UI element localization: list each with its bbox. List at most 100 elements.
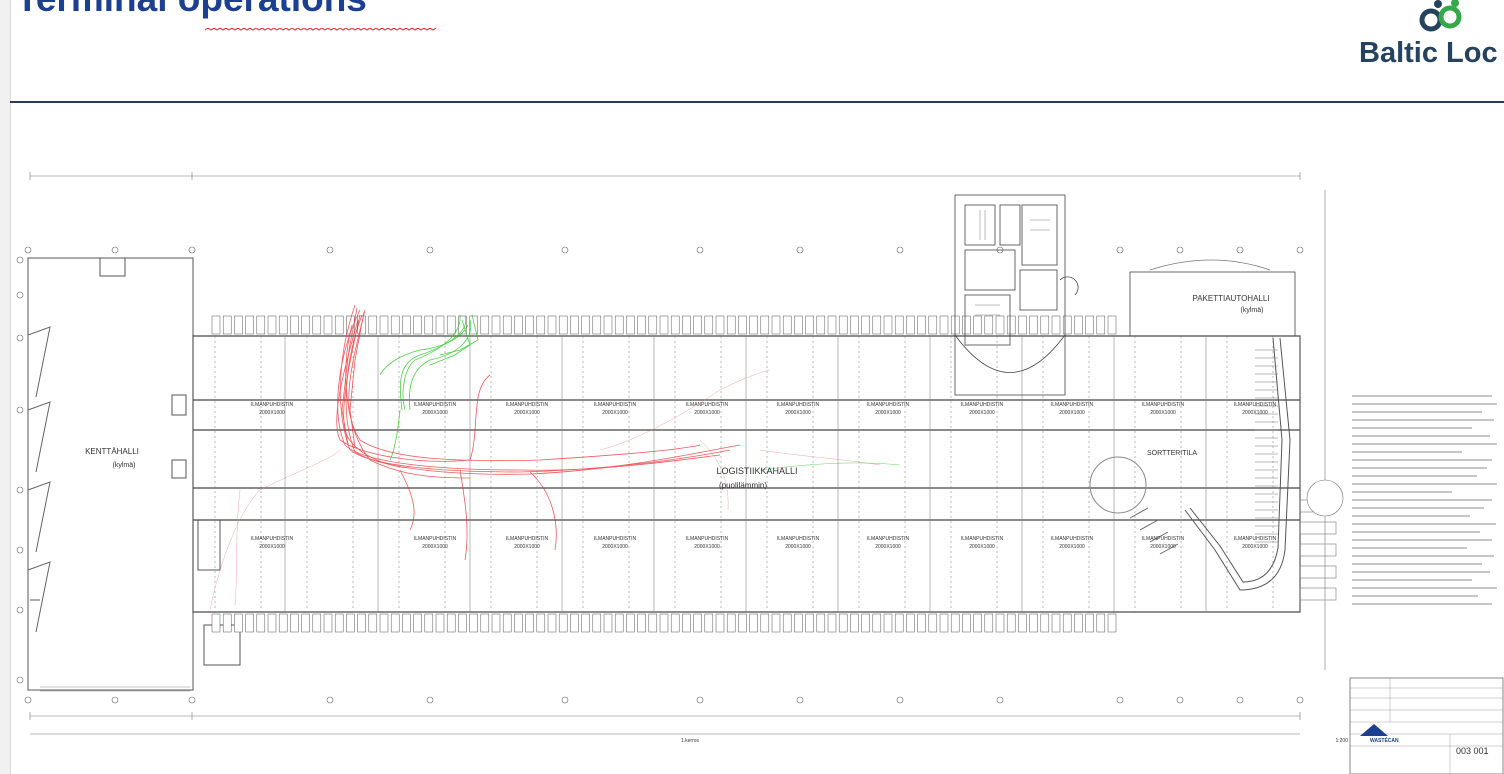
floor-label: 1.kerros: [681, 738, 700, 744]
dock-door: [211, 315, 221, 335]
air-purifier-size: 2000X1000: [259, 410, 285, 416]
dock-door: [693, 315, 702, 335]
grid-marker: [188, 696, 196, 704]
slide-title: Terminal operations: [16, 0, 367, 20]
dock-door: [525, 315, 534, 335]
dock-door: [950, 613, 960, 633]
dock-door: [536, 613, 546, 633]
dock-door: [771, 613, 781, 633]
dock-door: [1085, 315, 1094, 335]
dock-door: [547, 613, 557, 633]
dock-door: [704, 613, 714, 633]
air-purifier-size: 2000X1000: [969, 410, 995, 416]
dock-door: [782, 315, 792, 335]
dock-door: [1051, 613, 1061, 633]
dock-door: [973, 315, 982, 335]
air-purifier-label: ILMANPUHDISTIN: [686, 402, 729, 408]
air-purifier-size: 2000X1000: [1150, 544, 1176, 550]
dock-door: [222, 315, 232, 335]
dock-door: [368, 613, 378, 633]
dock-door: [469, 613, 478, 633]
grid-marker: [1176, 696, 1184, 704]
dock-door: [357, 613, 366, 633]
grid-marker: [426, 696, 434, 704]
logistiikkahalli-sub: (puolilämmin): [719, 481, 767, 490]
air-purifier-label: ILMANPUHDISTIN: [961, 536, 1004, 542]
dock-door: [894, 613, 904, 633]
dock-door: [234, 613, 243, 633]
dock-door: [1107, 315, 1117, 335]
dock-door: [805, 613, 814, 633]
dock-door: [413, 315, 422, 335]
dock-door: [659, 613, 669, 633]
dock-door: [861, 613, 870, 633]
dock-door: [1074, 613, 1083, 633]
dock-door: [726, 613, 736, 633]
dock-door: [962, 613, 971, 633]
grid-marker: [696, 696, 704, 704]
grid-marker: [896, 696, 904, 704]
dock-door: [794, 315, 803, 335]
air-purifier-size: 2000X1000: [1242, 544, 1268, 550]
spellcheck-underline: [205, 28, 437, 31]
dock-door: [256, 613, 266, 633]
air-purifier-label: ILMANPUHDISTIN: [867, 402, 910, 408]
header-divider: [10, 101, 1504, 103]
air-purifier-size: 2000X1000: [514, 410, 540, 416]
window-edge: [0, 0, 11, 774]
grid-marker: [896, 246, 904, 254]
dock-door: [861, 315, 870, 335]
dock-door: [570, 315, 579, 335]
dock-door: [1006, 613, 1016, 633]
drawing-scale: 1:200: [1335, 738, 1348, 744]
grid-marker: [111, 246, 119, 254]
dock-door: [614, 613, 624, 633]
air-purifier-label: ILMANPUHDISTIN: [867, 536, 910, 542]
dock-door: [581, 613, 590, 633]
air-purifier-size: 2000X1000: [514, 544, 540, 550]
air-purifier-size: 2000X1000: [969, 544, 995, 550]
dock-door: [872, 613, 882, 633]
air-purifier-size: 2000X1000: [785, 544, 811, 550]
dock-door: [794, 613, 803, 633]
grid-markers: [16, 246, 1304, 704]
dock-door: [670, 613, 680, 633]
dock-door: [726, 315, 736, 335]
air-purifier-label: ILMANPUHDISTIN: [1142, 536, 1185, 542]
dock-door: [715, 315, 725, 335]
dock-door: [211, 613, 221, 633]
grid-marker: [326, 696, 334, 704]
dock-door: [603, 613, 613, 633]
logo-text: Baltic Loc: [1359, 37, 1498, 69]
air-purifier-label: ILMANPUHDISTIN: [1051, 402, 1094, 408]
dock-door: [290, 315, 299, 335]
dock-door: [1040, 613, 1050, 633]
dock-door: [1096, 315, 1106, 335]
maker-name: WASTÉCAN: [1370, 736, 1399, 744]
dock-door: [592, 613, 602, 633]
dock-door: [816, 315, 826, 335]
air-purifier-label: ILMANPUHDISTIN: [777, 402, 820, 408]
grid-marker: [111, 696, 119, 704]
dock-door: [1006, 315, 1016, 335]
grid-marker: [796, 246, 804, 254]
dock-door: [883, 613, 893, 633]
grid-marker: [326, 246, 334, 254]
grid-marker: [1236, 696, 1244, 704]
dock-door: [446, 613, 456, 633]
air-purifier-label: ILMANPUHDISTIN: [961, 402, 1004, 408]
logistiikkahalli-outline: [192, 335, 1301, 613]
air-purifier-label: ILMANPUHDISTIN: [506, 536, 549, 542]
dock-door: [816, 613, 826, 633]
grid-marker: [696, 246, 704, 254]
sortteritila-name: SORTTERITILA: [1147, 450, 1197, 457]
dock-door: [704, 315, 714, 335]
air-purifier-label: ILMANPUHDISTIN: [251, 536, 294, 542]
dock-door: [984, 315, 994, 335]
dock-door: [1029, 613, 1038, 633]
dock-door: [491, 315, 501, 335]
dock-door: [1018, 315, 1027, 335]
dock-door: [334, 315, 344, 335]
sorter-chutes: [1255, 349, 1278, 543]
dock-door: [906, 613, 915, 633]
